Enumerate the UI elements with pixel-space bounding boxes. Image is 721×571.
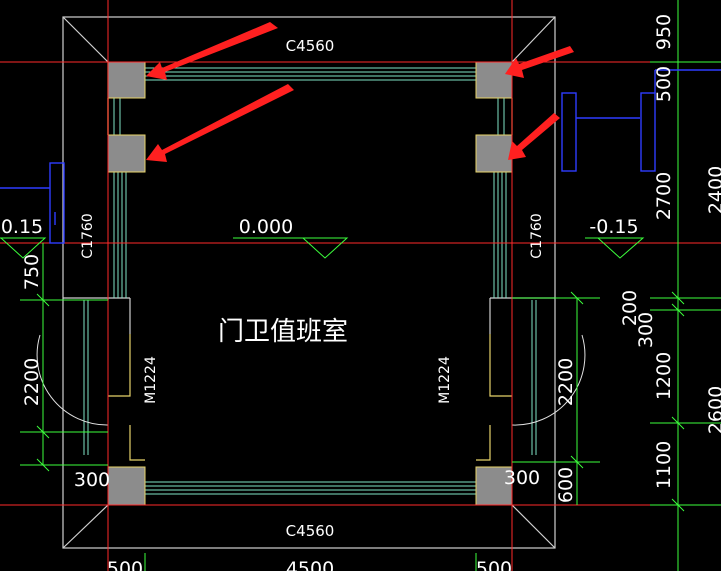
column-bottom-left xyxy=(107,466,146,506)
window-label-bottom: C4560 xyxy=(286,522,335,540)
column-top-left xyxy=(107,61,146,99)
room-name-label: 门卫值班室 xyxy=(218,317,348,347)
arrow-top-left xyxy=(146,22,278,80)
annotation-arrows xyxy=(146,22,574,162)
dim-right-300b: 300 xyxy=(635,312,657,348)
column-mid-right xyxy=(475,134,513,173)
columns xyxy=(107,61,513,506)
window-label-left: C1760 xyxy=(80,213,96,258)
neighbour-fragments xyxy=(0,69,721,244)
window-label-top: C4560 xyxy=(286,37,335,55)
elevation-right: -0.15 xyxy=(589,216,638,238)
dim-right-600: 600 xyxy=(555,467,577,503)
dim-left-2200: 2200 xyxy=(21,358,43,406)
dim-far-1100: 1100 xyxy=(653,441,675,489)
door-label-left: M1224 xyxy=(143,356,159,404)
arrow-mid-left xyxy=(146,84,294,162)
elevation-markers xyxy=(0,237,645,259)
column-mid-left xyxy=(107,134,146,173)
dim-right-2200: 2200 xyxy=(555,358,577,406)
dim-bottom-4500: 4500 xyxy=(286,558,334,571)
dim-left-300: 300 xyxy=(74,469,110,491)
elevation-left: 0.15 xyxy=(1,216,43,238)
dim-bottom-500-left: 500 xyxy=(107,558,143,571)
dim-far-1200: 1200 xyxy=(653,352,675,400)
dimension-lines xyxy=(20,0,721,571)
dim-right-200: 200 xyxy=(619,290,641,326)
dim-edge-2600: 2600 xyxy=(705,386,721,434)
dim-far-500: 500 xyxy=(653,66,675,102)
dim-far-950: 950 xyxy=(653,14,675,50)
elevation-center: 0.000 xyxy=(239,216,293,238)
dimension-labels: 750 2200 300 2200 300 600 200 300 950 50… xyxy=(21,14,721,571)
arrow-mid-right xyxy=(508,113,560,160)
dim-far-2700: 2700 xyxy=(653,172,675,220)
dim-edge-2400: 2400 xyxy=(705,166,721,214)
column-top-right xyxy=(475,61,513,99)
door-swing-arcs xyxy=(36,334,586,426)
window-label-right: C1760 xyxy=(529,213,545,258)
outer-wall-frame xyxy=(62,16,556,549)
labels: 门卫值班室 C4560 C4560 C1760 C1760 M1224 M122… xyxy=(1,37,639,540)
arrow-top-right xyxy=(505,46,574,78)
window-lines xyxy=(83,67,537,495)
dim-bottom-500-right: 500 xyxy=(476,558,512,571)
dim-left-750: 750 xyxy=(21,254,43,290)
door-label-right: M1224 xyxy=(437,356,453,404)
dim-right-300: 300 xyxy=(504,467,540,489)
